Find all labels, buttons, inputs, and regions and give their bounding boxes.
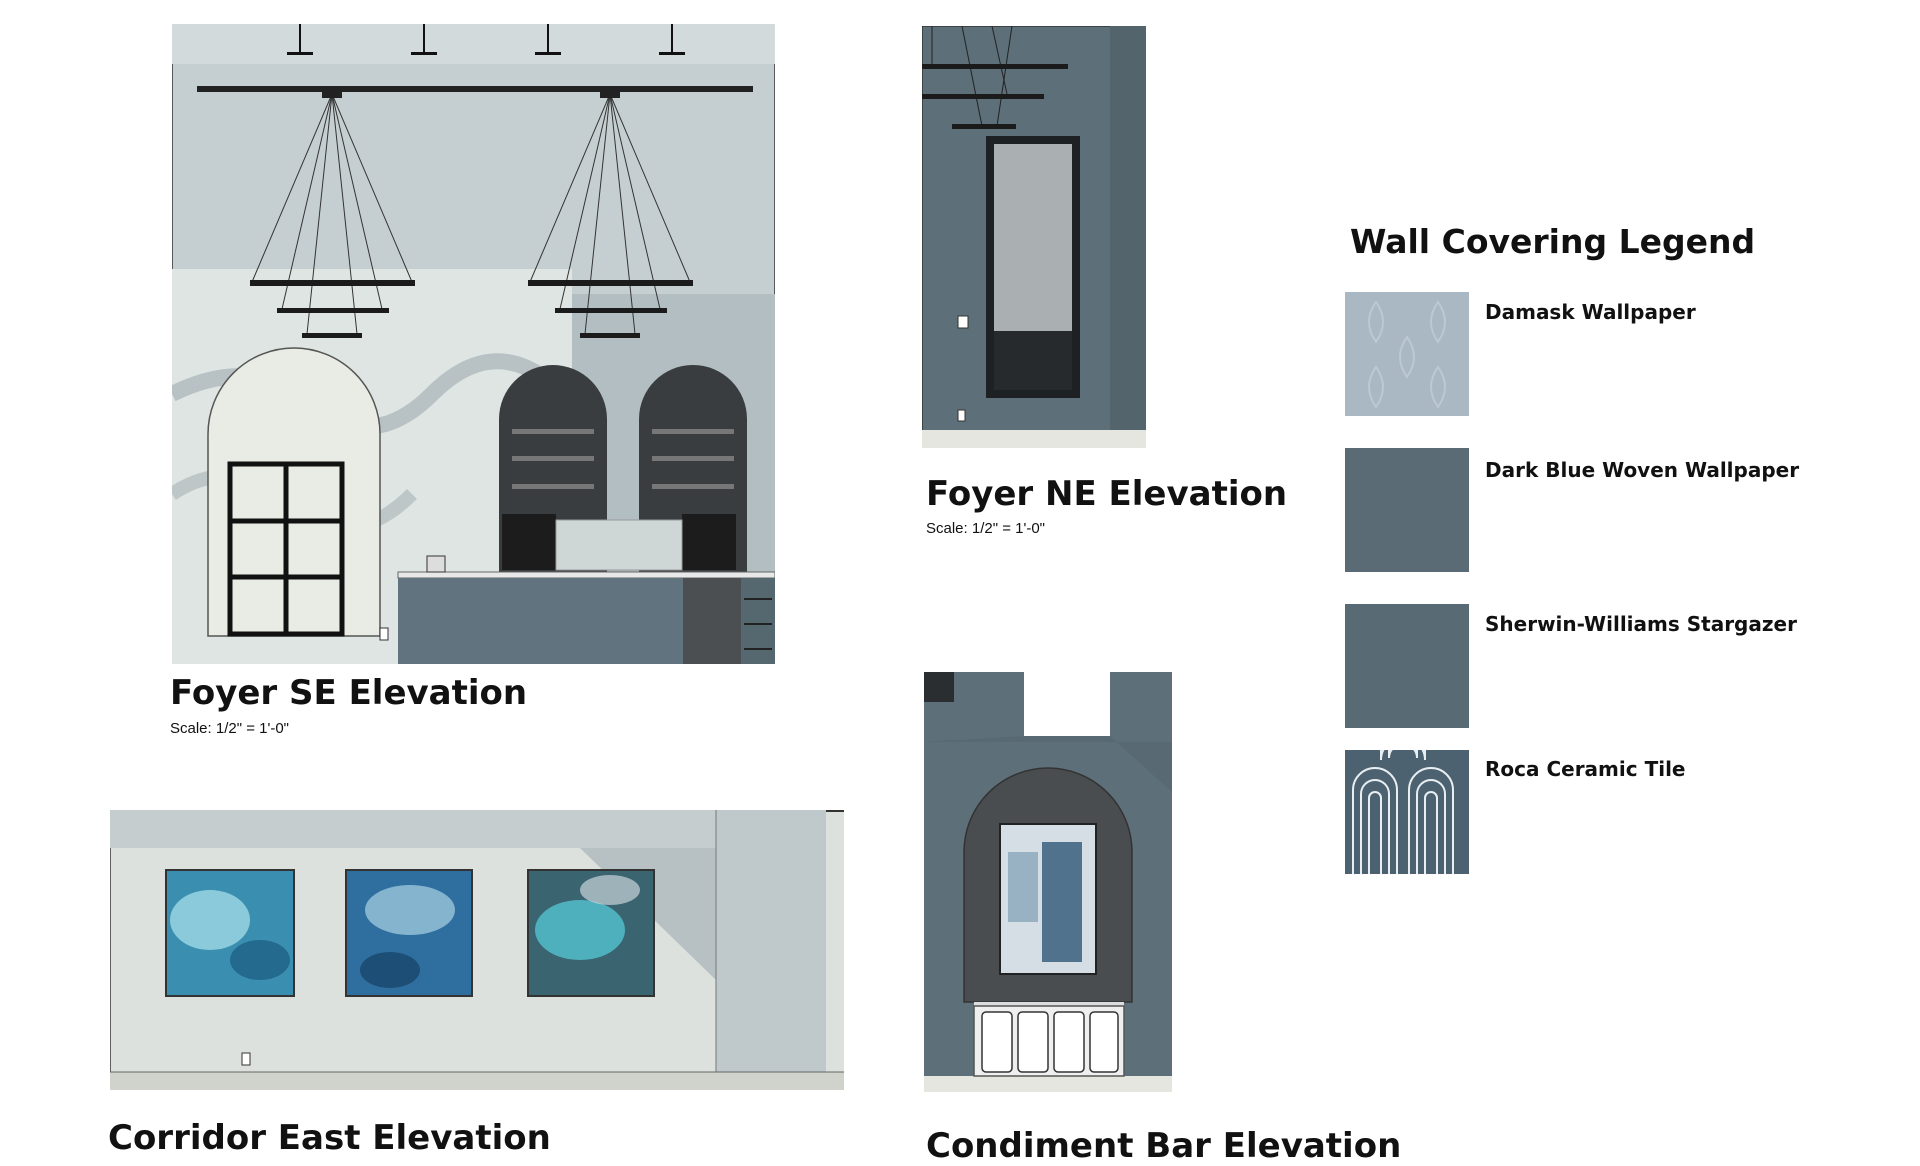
foyer-ne-scale: Scale: 1/2" = 1'-0" [926,520,1045,537]
swatch-damask-wallpaper [1345,292,1469,416]
foyer-se-title: Foyer SE Elevation [170,673,528,713]
swatch-dark-blue-woven-wallpaper [1345,448,1469,572]
legend-title: Wall Covering Legend [1350,222,1756,261]
foyer-ne-title: Foyer NE Elevation [926,474,1288,514]
foyer-se-scale: Scale: 1/2" = 1'-0" [170,720,289,737]
condiment-bar-elevation-drawing [924,672,1172,1092]
swatch-sherwin-williams-stargazer [1345,604,1469,728]
swatch-roca-ceramic-tile [1345,750,1469,874]
label-dark-blue-woven-wallpaper: Dark Blue Woven Wallpaper [1485,458,1800,482]
foyer-ne-elevation-drawing [922,26,1146,448]
label-roca-ceramic-tile: Roca Ceramic Tile [1485,757,1686,781]
label-damask-wallpaper: Damask Wallpaper [1485,300,1696,324]
foyer-se-elevation-drawing [172,24,775,664]
condiment-bar-title: Condiment Bar Elevation [926,1126,1402,1166]
corridor-east-elevation-drawing [110,810,844,1090]
corridor-east-title: Corridor East Elevation [108,1118,551,1158]
label-sherwin-williams-stargazer: Sherwin-Williams Stargazer [1485,612,1797,636]
